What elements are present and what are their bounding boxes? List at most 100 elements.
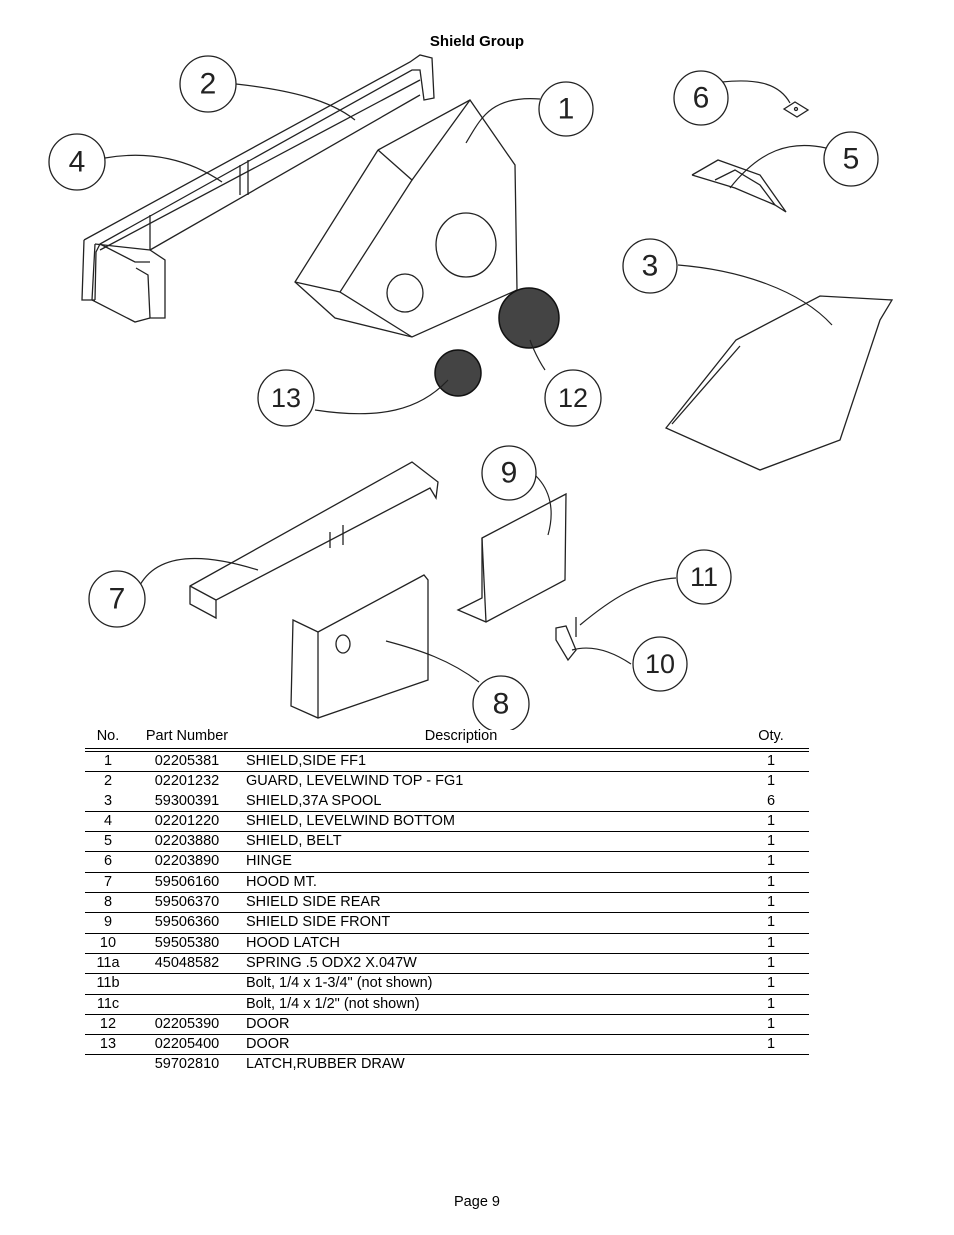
callout-5: 5 (843, 143, 860, 176)
parts-table-header: No. Part Number Description Oty. (85, 728, 809, 749)
side-shield-part (294, 99, 518, 338)
row-part-number: 02203890 (154, 853, 220, 870)
belt-shield-part (691, 159, 787, 213)
row-no: 4 (103, 812, 113, 829)
row-description: GUARD, LEVELWIND TOP - FG1 (246, 773, 464, 790)
row-part-number: 02205381 (154, 753, 220, 769)
row-part-number: 59506160 (154, 873, 220, 890)
door-12-part (498, 287, 560, 349)
row-description: LATCH,RUBBER DRAW (246, 1056, 405, 1073)
row-description: SHIELD, BELT (246, 833, 342, 850)
exploded-parts-diagram: 1 2 3 4 5 6 7 8 9 10 11 12 13 (48, 54, 894, 730)
table-row: 10 59505380 HOOD LATCH 1 (85, 934, 809, 954)
row-no: 6 (103, 853, 113, 870)
callout-3: 3 (642, 250, 659, 283)
row-description: Bolt, 1/4 x 1-3/4" (not shown) (246, 975, 433, 992)
callout-6: 6 (693, 82, 710, 115)
row-no: 11c (96, 995, 120, 1012)
row-no: 11a (96, 954, 120, 971)
row-qty: 1 (766, 975, 776, 992)
row-part-number: 02201220 (154, 812, 220, 829)
header-part-number: Part Number (145, 728, 229, 744)
row-description: SHIELD SIDE FRONT (246, 914, 391, 931)
row-part-number: 59506360 (154, 914, 220, 931)
row-qty: 1 (766, 894, 776, 911)
table-row: 2 02201232 GUARD, LEVELWIND TOP - FG1 1 (85, 772, 809, 791)
row-no: 9 (103, 914, 113, 931)
row-part-number: 59702810 (154, 1056, 220, 1073)
row-qty: 1 (766, 753, 776, 769)
row-no: 5 (103, 833, 113, 850)
header-no: No. (96, 728, 120, 744)
row-qty: 1 (766, 812, 776, 829)
levelwind-guard-part (81, 54, 435, 323)
hood-latch-part (555, 617, 577, 662)
row-qty: 1 (766, 954, 776, 971)
row-part-number: 02203880 (154, 833, 220, 850)
callout-13: 13 (271, 383, 301, 413)
page-title: Shield Group (429, 33, 525, 50)
row-description: HOOD MT. (246, 873, 317, 890)
row-description: SHIELD, LEVELWIND BOTTOM (246, 812, 455, 829)
shield-side-front-part (456, 492, 567, 623)
row-part-number: 45048582 (154, 954, 220, 971)
row-no: 11b (96, 975, 120, 992)
row-qty: 1 (766, 833, 776, 850)
row-qty: 1 (766, 1015, 776, 1032)
header-divider (85, 749, 809, 752)
row-no: 1 (103, 753, 113, 769)
spool-shield-part (664, 295, 894, 471)
row-no: 10 (99, 934, 117, 951)
row-qty: 1 (766, 934, 776, 951)
callout-11: 11 (690, 562, 718, 592)
row-description: SHIELD,37A SPOOL (246, 792, 382, 809)
parts-table: No. Part Number Description Oty. 1 022053… (85, 728, 809, 1075)
row-no: 13 (99, 1036, 117, 1053)
table-row: 11c Bolt, 1/4 x 1/2" (not shown) 1 (85, 995, 809, 1015)
row-description: HOOD LATCH (246, 934, 340, 951)
row-description: DOOR (246, 1036, 290, 1053)
row-qty: 6 (766, 792, 776, 809)
row-qty: 1 (766, 995, 776, 1012)
row-part-number: 02205390 (154, 1015, 220, 1032)
row-no: 2 (103, 773, 113, 790)
callout-7: 7 (109, 583, 126, 616)
row-part-number: 59506370 (154, 894, 220, 911)
row-no: 12 (99, 1015, 117, 1032)
table-row: 59702810 LATCH,RUBBER DRAW (85, 1055, 809, 1074)
table-row: 11b Bolt, 1/4 x 1-3/4" (not shown) 1 (85, 974, 809, 995)
row-qty: 1 (766, 914, 776, 931)
row-part-number: 59505380 (154, 934, 220, 951)
callout-9: 9 (501, 457, 518, 490)
row-qty: 1 (766, 873, 776, 890)
callout-4: 4 (69, 146, 86, 179)
row-description: SPRING .5 ODX2 X.047W (246, 954, 417, 971)
shield-side-rear-part (290, 574, 429, 719)
door-13-part (434, 349, 482, 397)
row-qty: 1 (766, 1036, 776, 1053)
row-description: SHIELD,SIDE FF1 (246, 753, 367, 769)
page-number: Page 9 (454, 1194, 500, 1210)
callout-2: 2 (200, 68, 217, 101)
row-description: Bolt, 1/4 x 1/2" (not shown) (246, 995, 420, 1012)
hood-mount-part (189, 461, 439, 620)
row-description: SHIELD SIDE REAR (246, 894, 381, 911)
row-no: 7 (103, 873, 113, 890)
table-row: 1 02205381 SHIELD,SIDE FF1 1 (85, 752, 809, 773)
hinge-part (782, 101, 810, 118)
callout-1: 1 (558, 93, 575, 126)
row-no: 3 (103, 792, 113, 809)
row-qty: 1 (766, 853, 776, 870)
callout-8: 8 (493, 688, 510, 721)
row-qty: 1 (766, 773, 776, 790)
table-row: 9 59506360 SHIELD SIDE FRONT 1 (85, 913, 809, 934)
row-description: HINGE (246, 853, 292, 870)
table-row: 7 59506160 HOOD MT. 1 (85, 873, 809, 894)
row-part-number: 02201232 (154, 773, 220, 790)
table-row: 11a 45048582 SPRING .5 ODX2 X.047W 1 (85, 954, 809, 975)
